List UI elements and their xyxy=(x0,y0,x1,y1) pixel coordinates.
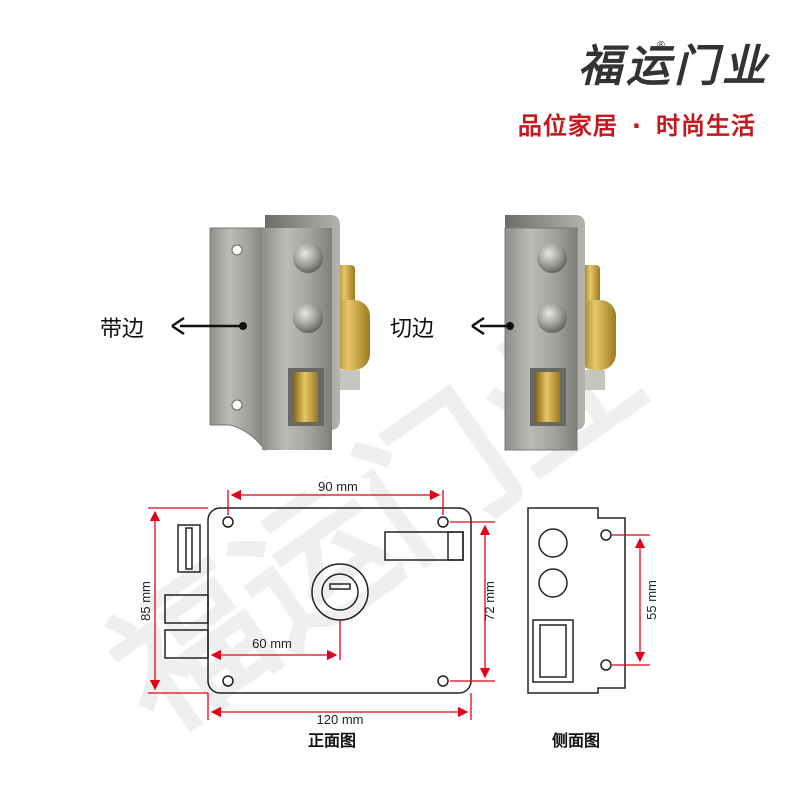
side-view-drawing xyxy=(527,507,626,694)
side-dimensions xyxy=(612,534,650,666)
front-view-drawing xyxy=(164,507,472,694)
side-view-caption: 侧面图 xyxy=(552,731,600,750)
registered-mark: ® xyxy=(656,40,666,51)
brand-header: 福运门业 ® 品位家居 · 时尚生活 xyxy=(480,20,780,140)
dim-right-label: 72 mm xyxy=(482,581,497,621)
label-cut: 切边 xyxy=(390,317,434,342)
dim-top-label: 90 mm xyxy=(318,479,358,494)
lock-photo-flanged: 带边 xyxy=(100,215,370,452)
dim-inner-label: 60 mm xyxy=(252,636,292,651)
dim-left-label: 85 mm xyxy=(138,581,153,621)
dim-top-bg xyxy=(306,478,370,494)
label-flanged: 带边 xyxy=(100,317,144,342)
dim-bottom-label: 120 mm xyxy=(317,712,364,727)
slogan-left: 品位家居 xyxy=(517,112,618,140)
front-view-caption: 正面图 xyxy=(308,731,356,750)
side-dim-label: 55 mm xyxy=(644,580,659,620)
brand-logo: 福运门业 xyxy=(578,41,770,92)
front-dimensions xyxy=(148,489,495,720)
slogan-separator: · xyxy=(631,112,642,140)
slogan-right: 时尚生活 xyxy=(656,112,756,140)
slogan: 品位家居 · 时尚生活 xyxy=(518,106,756,141)
lock-photo-cut: 切边 xyxy=(390,215,616,451)
